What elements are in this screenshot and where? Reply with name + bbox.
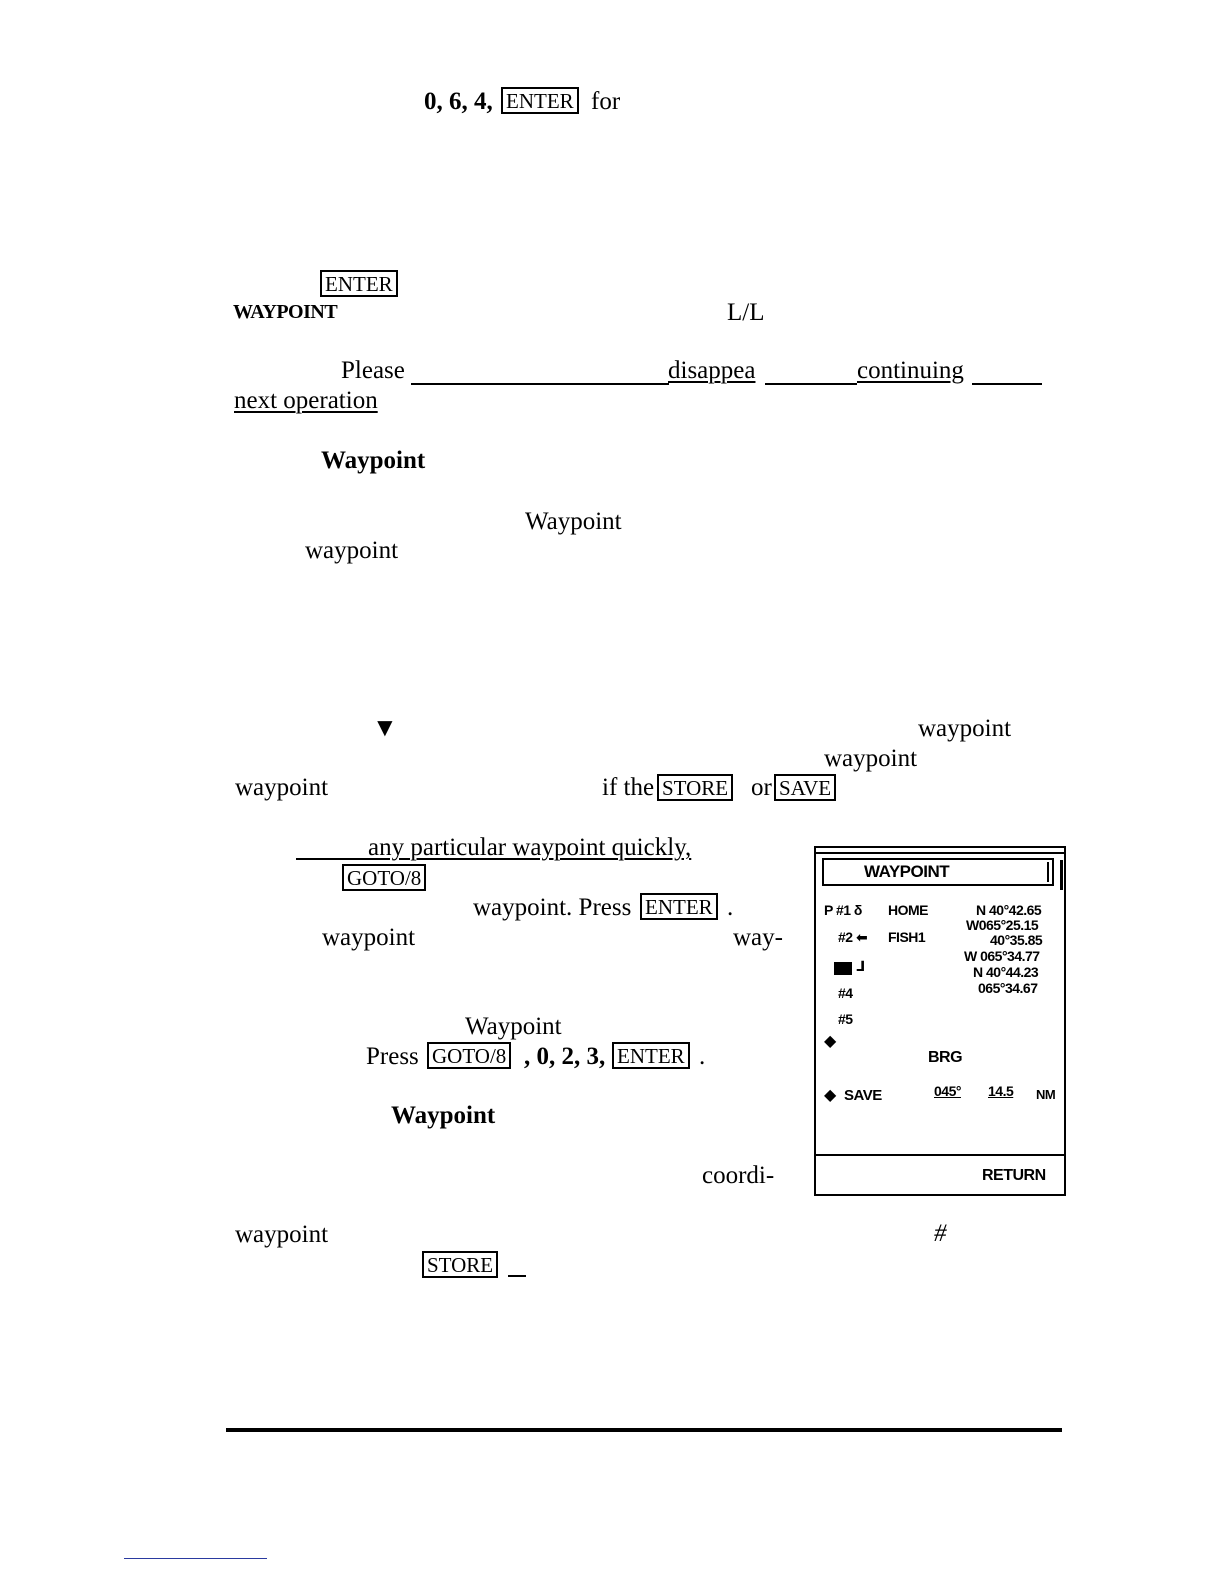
lcd-row3-lon: 065°34.67 — [978, 980, 1038, 996]
waypoint-word-5: waypoint — [824, 745, 918, 772]
lcd-row2-lon: W 065°34.77 — [964, 948, 1040, 964]
waypoint-heading-2: Waypoint — [391, 1102, 496, 1129]
lcd-row2-prefix: #2 ⬅ — [838, 929, 868, 945]
goto-key-2: GOTO/8 — [427, 1042, 512, 1070]
key-sequence-064: 0, 6, 4, — [424, 88, 493, 115]
any-particular-text: any particular waypoint quickly, — [368, 834, 692, 861]
key-sequence-023: , 0, 2, 3, — [524, 1043, 606, 1070]
lcd-row4: #4 — [838, 985, 853, 1001]
lcd-brg-label: BRG — [928, 1049, 963, 1066]
enter-key-label: ENTER — [501, 87, 579, 115]
store-key-label: STORE — [657, 774, 734, 802]
underline-gap-4 — [296, 858, 368, 860]
lcd-row1-name: HOME — [888, 902, 929, 918]
lcd-row2-name: FISH1 — [888, 929, 926, 945]
waypoint-lcd-screen: WAYPOINT P #1 δ HOME N 40°42.65 W065°25.… — [814, 846, 1066, 1196]
waypoint-word-7: waypoint — [322, 924, 416, 951]
goto-key-label: GOTO/8 — [427, 1042, 512, 1070]
lcd-row5: #5 — [838, 1011, 853, 1027]
lcd-title-shadow — [1056, 860, 1063, 890]
hash-symbol: # — [934, 1220, 947, 1247]
waypoint-word-2: Waypoint — [525, 508, 622, 535]
lcd-top-rule — [814, 852, 1066, 854]
lcd-cursor-block — [834, 962, 852, 975]
waypoint-press-text: waypoint. Press — [473, 894, 632, 921]
for-text: for — [591, 88, 621, 115]
press-text: Press — [366, 1043, 419, 1070]
if-the-text: if the — [602, 774, 655, 801]
waypoint-word-9: waypoint — [235, 1221, 329, 1248]
ll-text: L/L — [727, 299, 765, 326]
lcd-row3-lat: N 40°44.23 — [973, 964, 1039, 980]
lcd-bottom-rule — [816, 1154, 1064, 1156]
underline-gap-3 — [972, 383, 1042, 385]
lcd-row1-lon: W065°25.15 — [966, 917, 1039, 933]
store-key-2: STORE — [422, 1251, 499, 1279]
waypoint-caps-text: WAYPOINT — [233, 301, 338, 323]
way-hyphen-text: way- — [733, 924, 783, 951]
store-key: STORE — [657, 774, 734, 802]
lcd-brg-value: 045° — [934, 1083, 961, 1099]
lcd-up-arrow-icon: ◆ — [824, 1033, 836, 1050]
underline-gap-2 — [765, 383, 857, 385]
lcd-row3-icon: ⅃ — [856, 958, 865, 974]
enter-key-label: ENTER — [320, 270, 398, 298]
continuing-text: continuing — [857, 357, 964, 384]
waypoint-heading: Waypoint — [321, 447, 426, 474]
enter-key-4: ENTER — [612, 1042, 690, 1070]
footer-rule — [226, 1428, 1062, 1432]
lcd-dist-value: 14.5 — [988, 1083, 1014, 1099]
goto-key-label: GOTO/8 — [342, 864, 427, 892]
enter-key-label: ENTER — [612, 1042, 690, 1070]
store-key-label: STORE — [422, 1251, 499, 1279]
enter-key-2: ENTER — [320, 270, 398, 298]
lcd-return-label: RETURN — [982, 1167, 1046, 1184]
next-operation-text: next operation — [234, 387, 378, 414]
coordi-text: coordi- — [702, 1162, 775, 1189]
period-2: . — [699, 1043, 706, 1070]
waypoint-word-3: waypoint — [305, 537, 399, 564]
lcd-save-label: SAVE — [844, 1087, 882, 1104]
lcd-dist-unit: NM — [1036, 1087, 1056, 1102]
lcd-row1-lat: N 40°42.65 — [976, 902, 1042, 918]
enter-key-3: ENTER — [640, 893, 718, 921]
lcd-row1-prefix: P #1 δ — [824, 902, 862, 918]
waypoint-word-4: waypoint — [918, 715, 1012, 742]
save-key-label: SAVE — [774, 774, 837, 802]
lcd-title: WAYPOINT — [822, 858, 1054, 886]
please-text: Please — [341, 357, 405, 384]
period-1: . — [727, 894, 734, 921]
underline-gap-1 — [411, 383, 669, 385]
goto-key: GOTO/8 — [342, 864, 427, 892]
save-key: SAVE — [774, 774, 837, 802]
waypoint-word-6: waypoint — [235, 774, 329, 801]
enter-key: ENTER — [501, 87, 579, 115]
enter-key-label: ENTER — [640, 893, 718, 921]
or-text: or — [751, 774, 772, 801]
down-arrow-icon: ▼ — [372, 713, 398, 742]
corner-rule — [124, 1558, 267, 1559]
waypoint-word-8: Waypoint — [465, 1013, 562, 1040]
lcd-row2-lat: 40°35.85 — [990, 932, 1043, 948]
underline-gap-5 — [508, 1275, 526, 1277]
lcd-save-arrow-icon: ◆ — [824, 1087, 836, 1104]
disappea-text: disappea — [668, 357, 756, 384]
